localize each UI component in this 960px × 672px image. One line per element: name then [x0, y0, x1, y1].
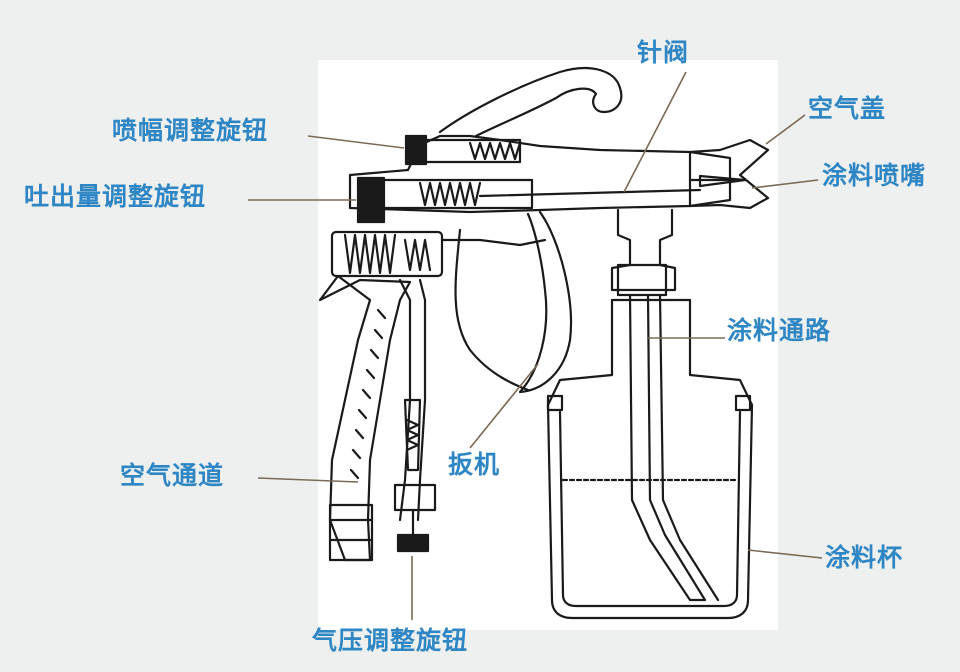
- label-needle-valve: 针阀: [637, 38, 690, 67]
- label-paint-cup: 涂料杯: [825, 543, 904, 572]
- label-air-pressure-knob: 气压调整旋钮: [312, 626, 469, 655]
- drawing-paper: [318, 60, 778, 630]
- leader-trigger: [469, 363, 539, 449]
- paint-cup-inner: [558, 410, 742, 608]
- cup-rim-left: [546, 394, 564, 412]
- air-inlet-fitting: [328, 503, 374, 562]
- spray-width-knob-shape: [404, 134, 428, 166]
- trigger-inner: [454, 228, 530, 392]
- hook: [438, 67, 623, 138]
- output-spring: [418, 181, 482, 207]
- label-trigger: 扳机: [448, 450, 501, 479]
- head: [688, 138, 770, 210]
- label-spray-width-knob: 喷幅调整旋钮: [112, 116, 269, 145]
- paint-cup-lid: [546, 298, 754, 407]
- trigger-shape: [518, 210, 573, 394]
- paint-tube: [628, 293, 707, 602]
- leader-spray-width: [307, 135, 405, 149]
- label-air-passage: 空气通道: [120, 461, 225, 490]
- leader-air-cap: [765, 114, 806, 145]
- needle: [478, 188, 702, 198]
- channel-coupling: [616, 263, 668, 297]
- label-air-cap: 空气盖: [808, 94, 887, 123]
- paint-cup-body: [546, 403, 754, 620]
- leader-needle-valve: [623, 71, 687, 193]
- air-valve-spring: [343, 233, 397, 275]
- pressure-valve-body: [393, 483, 437, 512]
- handle-ridges: [349, 308, 387, 480]
- label-paint-nozzle: 涂料喷嘴: [822, 161, 927, 190]
- label-output-adjust-knob: 吐出量调整旋钮: [24, 182, 207, 211]
- leader-paint-nozzle: [751, 179, 819, 189]
- air-valve-spring-2: [403, 238, 432, 272]
- pressure-knob-shape: [396, 533, 430, 553]
- leader-air-passage: [257, 477, 359, 483]
- pressure-stem: [403, 398, 422, 472]
- leader-paint-cup: [747, 549, 823, 559]
- air-channel-upper: [440, 238, 547, 247]
- spray-width-spring: [468, 141, 522, 161]
- output-knob-shape: [356, 176, 386, 224]
- channel-neck: [610, 208, 677, 292]
- cup-rim-right: [734, 394, 752, 412]
- air-valve-housing: [330, 230, 444, 278]
- label-paint-channel: 涂料通路: [727, 316, 832, 345]
